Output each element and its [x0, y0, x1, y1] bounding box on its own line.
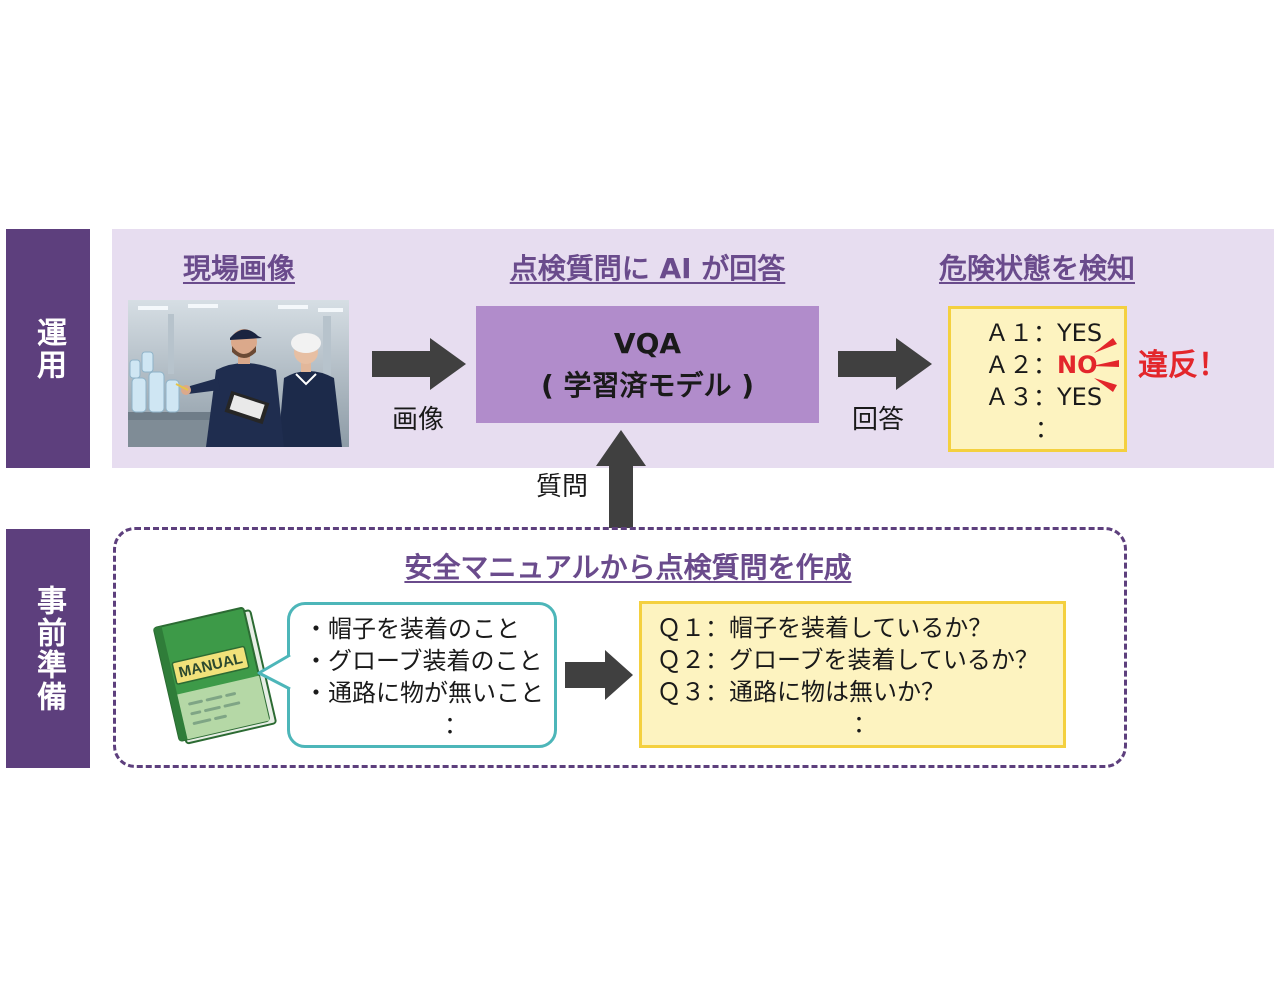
bubble-tail — [257, 653, 292, 691]
rules-continuation: ： — [444, 711, 468, 739]
factory-pillars — [168, 314, 331, 386]
cap — [230, 329, 262, 340]
rule-item: ・帽子を装着のこと — [304, 615, 520, 643]
answers-continuation: ： — [1035, 415, 1059, 443]
ceiling-lights — [138, 304, 343, 312]
question-item: Ｑ３：通路に物は無いか？ — [657, 678, 945, 706]
create-questions-arrow — [565, 650, 633, 700]
answer-value: YES — [1057, 319, 1103, 347]
answer-label: Ａ３： — [985, 383, 1057, 411]
pen — [175, 383, 189, 391]
questions-box: Ｑ１：帽子を装着しているか？ Ｑ２：グローブを装着しているか？ Ｑ３：通路に物は… — [639, 601, 1066, 748]
question-arrow-label: 質問 — [535, 472, 588, 502]
bottle-conveyor — [128, 351, 218, 447]
book-text-dashes — [188, 692, 241, 725]
manual-book-icon: MANUAL — [153, 607, 277, 745]
answer-arrow-label: 回答 — [851, 405, 904, 435]
answer-label: Ａ２： — [985, 351, 1057, 379]
rule-item: ・通路に物が無いこと — [304, 679, 544, 707]
question-item: Ｑ２：グローブを装着しているか？ — [657, 646, 1039, 674]
worker-woman — [278, 333, 342, 447]
answer-arrow — [838, 338, 932, 390]
book-spine — [153, 626, 188, 742]
answer-row: Ａ２：NO — [985, 349, 1124, 381]
rules-bubble: ・帽子を装着のこと ・グローブ装着のこと ・通路に物が無いこと ： — [287, 602, 557, 748]
vqa-title: 点検質問に AI が回答 — [509, 252, 786, 285]
image-arrow — [372, 338, 466, 390]
answer-row: Ａ３：YES — [985, 381, 1124, 413]
preparation-side-label: 事前準備 — [6, 529, 90, 768]
answer-value-violation: NO — [1057, 351, 1098, 379]
worker-man — [175, 329, 284, 447]
answer-row: Ａ１：YES — [985, 317, 1124, 349]
operation-side-label: 運用 — [6, 229, 90, 468]
rule-item: ・グローブ装着のこと — [304, 647, 543, 675]
field-photo — [128, 300, 349, 447]
questions-continuation: ： — [853, 710, 877, 738]
operation-side-label-text: 運用 — [31, 316, 66, 381]
question-item: Ｑ１：帽子を装着しているか？ — [657, 614, 993, 642]
manual-label-plate — [171, 645, 250, 685]
answer-value: YES — [1057, 383, 1103, 411]
pointing-arm — [188, 378, 220, 394]
preparation-frame — [113, 527, 1127, 768]
preparation-title: 安全マニュアルから点検質問を作成 — [404, 551, 852, 584]
vqa-box-line1: VQA — [613, 326, 682, 360]
beard — [232, 346, 256, 358]
image-arrow-label: 画像 — [391, 405, 444, 435]
vqa-model-box: VQA ( 学習済モデル ) — [476, 306, 819, 423]
site-image-title: 現場画像 — [182, 252, 295, 285]
preparation-side-label-text: 事前準備 — [31, 584, 66, 713]
hairnet — [291, 333, 321, 353]
clipboard — [224, 390, 270, 425]
answer-label: Ａ１： — [985, 319, 1057, 347]
detect-title: 危険状態を検知 — [938, 252, 1135, 285]
alert-burst-icon — [1092, 338, 1119, 392]
violation-label: 違反！ — [1138, 348, 1228, 383]
vqa-box-line2: ( 学習済モデル ) — [540, 368, 755, 402]
question-arrow — [596, 430, 646, 528]
